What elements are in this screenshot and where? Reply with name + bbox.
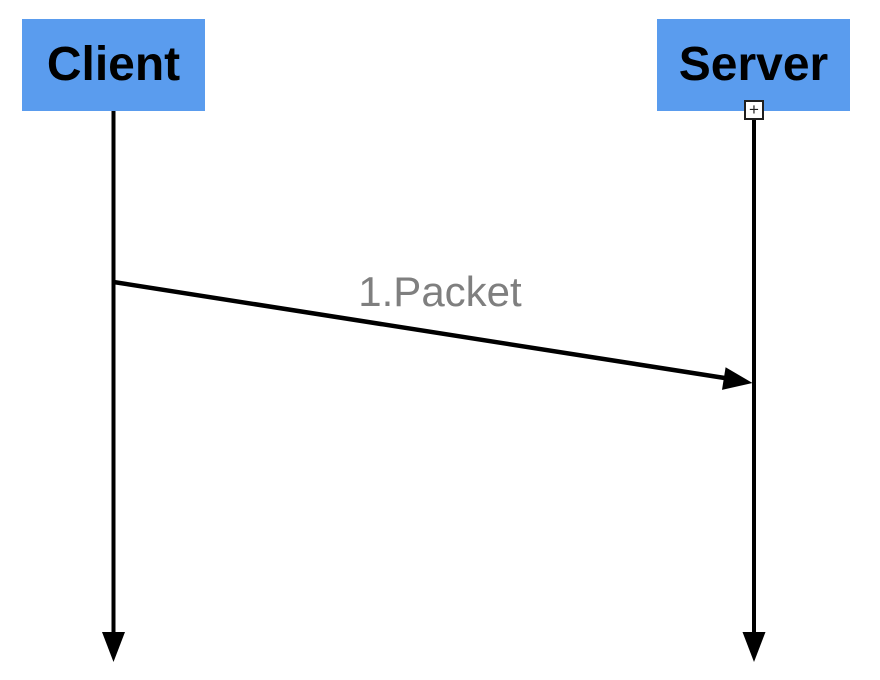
server-lifeline-arrowhead-icon	[742, 632, 766, 662]
actor-box-client[interactable]: Client	[22, 19, 205, 111]
plus-icon: +	[749, 100, 759, 119]
message-arrow-packet[interactable]	[113, 279, 753, 390]
actor-label-client: Client	[46, 38, 181, 91]
server-expand-button[interactable]: +	[744, 100, 764, 120]
message-arrowhead-icon	[722, 367, 753, 390]
client-lifeline-arrowhead-icon	[102, 632, 125, 662]
actor-box-server[interactable]: Server	[657, 19, 850, 111]
client-lifeline	[102, 110, 125, 662]
server-lifeline	[742, 111, 766, 662]
message-line[interactable]	[113, 279, 732, 382]
message-label-packet[interactable]: 1.Packet	[358, 268, 522, 315]
actor-label-server: Server	[678, 38, 829, 91]
